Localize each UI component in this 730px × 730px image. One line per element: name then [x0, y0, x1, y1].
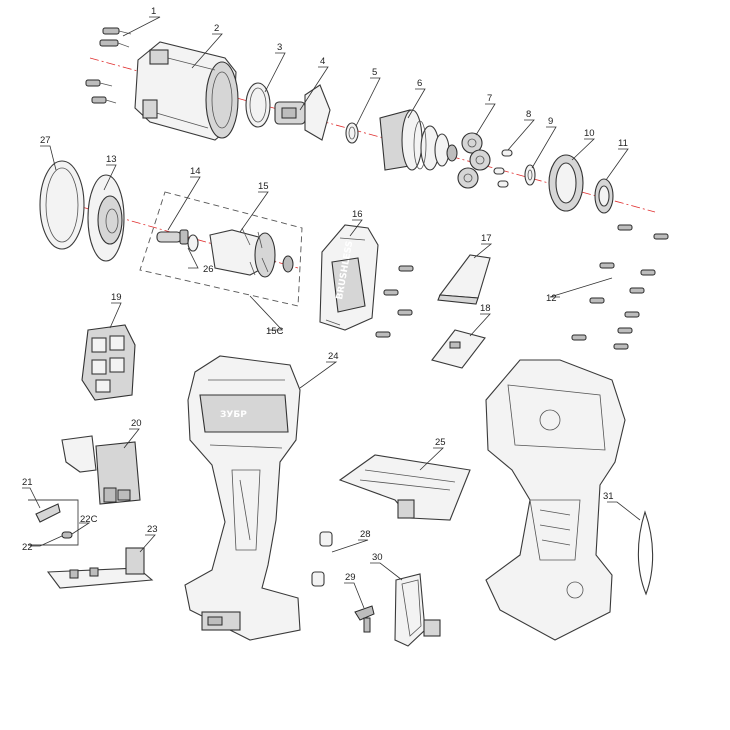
part-29-screw: [354, 605, 375, 633]
callout-25: 25: [435, 437, 446, 448]
callout-19: 19: [111, 292, 122, 303]
motor-cover-screws: [375, 265, 414, 338]
part-12-screws: [571, 224, 669, 350]
callout-26: 26: [203, 264, 214, 275]
callout-24: 24: [328, 351, 339, 362]
part-25-shoe-plate: [338, 454, 471, 521]
callout-7: 7: [487, 93, 492, 104]
part-14-shaft: [156, 229, 189, 245]
part-5-washer: [345, 122, 359, 144]
callout-15: 15: [258, 181, 269, 192]
callout-31: 31: [603, 491, 614, 502]
callout-15c: 15C: [266, 326, 284, 337]
callout-5: 5: [372, 67, 377, 78]
callout-16: 16: [352, 209, 363, 220]
callout-6: 6: [417, 78, 422, 89]
leader-lines: [22, 16, 641, 609]
part-23-battery-terminal: [46, 547, 154, 589]
callout-17: 17: [481, 233, 492, 244]
part-13-front-cover: [87, 174, 125, 262]
callout-1: 1: [151, 6, 156, 17]
callout-10: 10: [584, 128, 595, 139]
part-4-anvil: [274, 84, 331, 141]
part-10-ring-gear: [548, 154, 584, 212]
part-16-motor-cover: BRUSHLESS: [319, 224, 379, 331]
part-17-switch-cover: [437, 254, 491, 305]
callout-30: 30: [372, 552, 383, 563]
callout-28: 28: [360, 529, 371, 540]
part-6-hammer: [379, 109, 458, 171]
callout-14: 14: [190, 166, 201, 177]
part-9-washer: [524, 164, 536, 186]
callout-4: 4: [320, 56, 325, 67]
right-housing-half: [485, 359, 626, 641]
callout-23: 23: [147, 524, 158, 535]
callout-12: 12: [546, 293, 557, 304]
callout-22: 22: [22, 542, 33, 553]
part-21-lever: [35, 503, 61, 523]
callout-3: 3: [277, 42, 282, 53]
part-24-left-housing: ЗУБР: [184, 355, 301, 641]
part-1-screws: [85, 27, 132, 104]
part-22-spring: [61, 531, 73, 539]
callout-29: 29: [345, 572, 356, 583]
callout-2: 2: [214, 23, 219, 34]
part-18-plate: [431, 329, 486, 369]
part-2-gear-housing: [134, 41, 239, 141]
part-27-o-ring: [39, 160, 85, 250]
callout-22c: 22C: [80, 514, 98, 525]
part-7-planet-gears: [457, 132, 491, 189]
callout-27: 27: [40, 135, 51, 146]
part-28-bushings: [311, 531, 333, 587]
part-31-lanyard: [637, 510, 654, 596]
callout-18: 18: [480, 303, 491, 314]
housing-logo: ЗУБР: [220, 410, 247, 420]
callout-13: 13: [106, 154, 117, 165]
part-30-belt-clip: [394, 573, 441, 647]
callout-8: 8: [526, 109, 531, 120]
part-19-stator: [81, 324, 136, 401]
part-8-pins: [493, 149, 513, 188]
part-3-ring: [245, 82, 271, 128]
part-22c-group-box: [28, 499, 79, 546]
part-26-washer: [187, 234, 199, 252]
callout-21: 21: [22, 477, 33, 488]
part-11-bearing: [594, 178, 614, 214]
part-15-rotor: [209, 227, 294, 278]
part-15c-assembly-box: [139, 191, 303, 307]
callout-20: 20: [131, 418, 142, 429]
part-20-trigger-switch: [61, 435, 141, 505]
callout-9: 9: [548, 116, 553, 127]
callout-11: 11: [618, 138, 628, 149]
